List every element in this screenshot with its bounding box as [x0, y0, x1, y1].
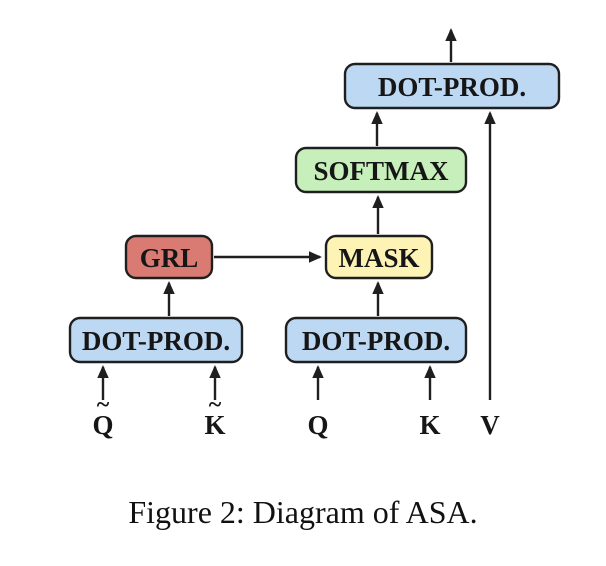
node-grl: GRL: [124, 234, 214, 280]
dot-prod-right-box: [284, 316, 468, 364]
grl-label: GRL: [140, 243, 199, 273]
input-label-k-tilde: ~ K: [204, 392, 225, 440]
node-dot-prod-left: DOT-PROD.: [68, 316, 244, 364]
k-tilde-accent: ~: [209, 392, 222, 418]
diagram-edges: [97, 28, 496, 400]
q-tilde-label: Q: [92, 410, 113, 440]
node-dot-prod-right: DOT-PROD.: [284, 316, 468, 364]
figure-caption: Figure 2: Diagram of ASA.: [128, 494, 478, 530]
dot-prod-top-label: DOT-PROD.: [378, 72, 526, 102]
input-label-q-tilde: ~ Q: [92, 392, 113, 440]
k-tilde-label: K: [204, 410, 225, 440]
softmax-label: SOFTMAX: [314, 156, 450, 186]
softmax-box: [294, 146, 468, 194]
v-label: V: [480, 410, 500, 440]
asa-diagram: DOT-PROD. SOFTMAX MASK GRL DOT-PROD. DOT…: [68, 28, 561, 440]
mask-box: [324, 234, 434, 280]
node-softmax: SOFTMAX: [294, 146, 468, 194]
node-dot-prod-top: DOT-PROD.: [343, 62, 561, 110]
q-label: Q: [307, 410, 328, 440]
dot-prod-left-label: DOT-PROD.: [82, 326, 230, 356]
grl-box: [124, 234, 214, 280]
node-mask: MASK: [324, 234, 434, 280]
k-label: K: [419, 410, 440, 440]
dot-prod-right-label: DOT-PROD.: [302, 326, 450, 356]
dot-prod-left-box: [68, 316, 244, 364]
mask-label: MASK: [339, 243, 420, 273]
q-tilde-accent: ~: [97, 392, 110, 418]
dot-prod-top-box: [343, 62, 561, 110]
